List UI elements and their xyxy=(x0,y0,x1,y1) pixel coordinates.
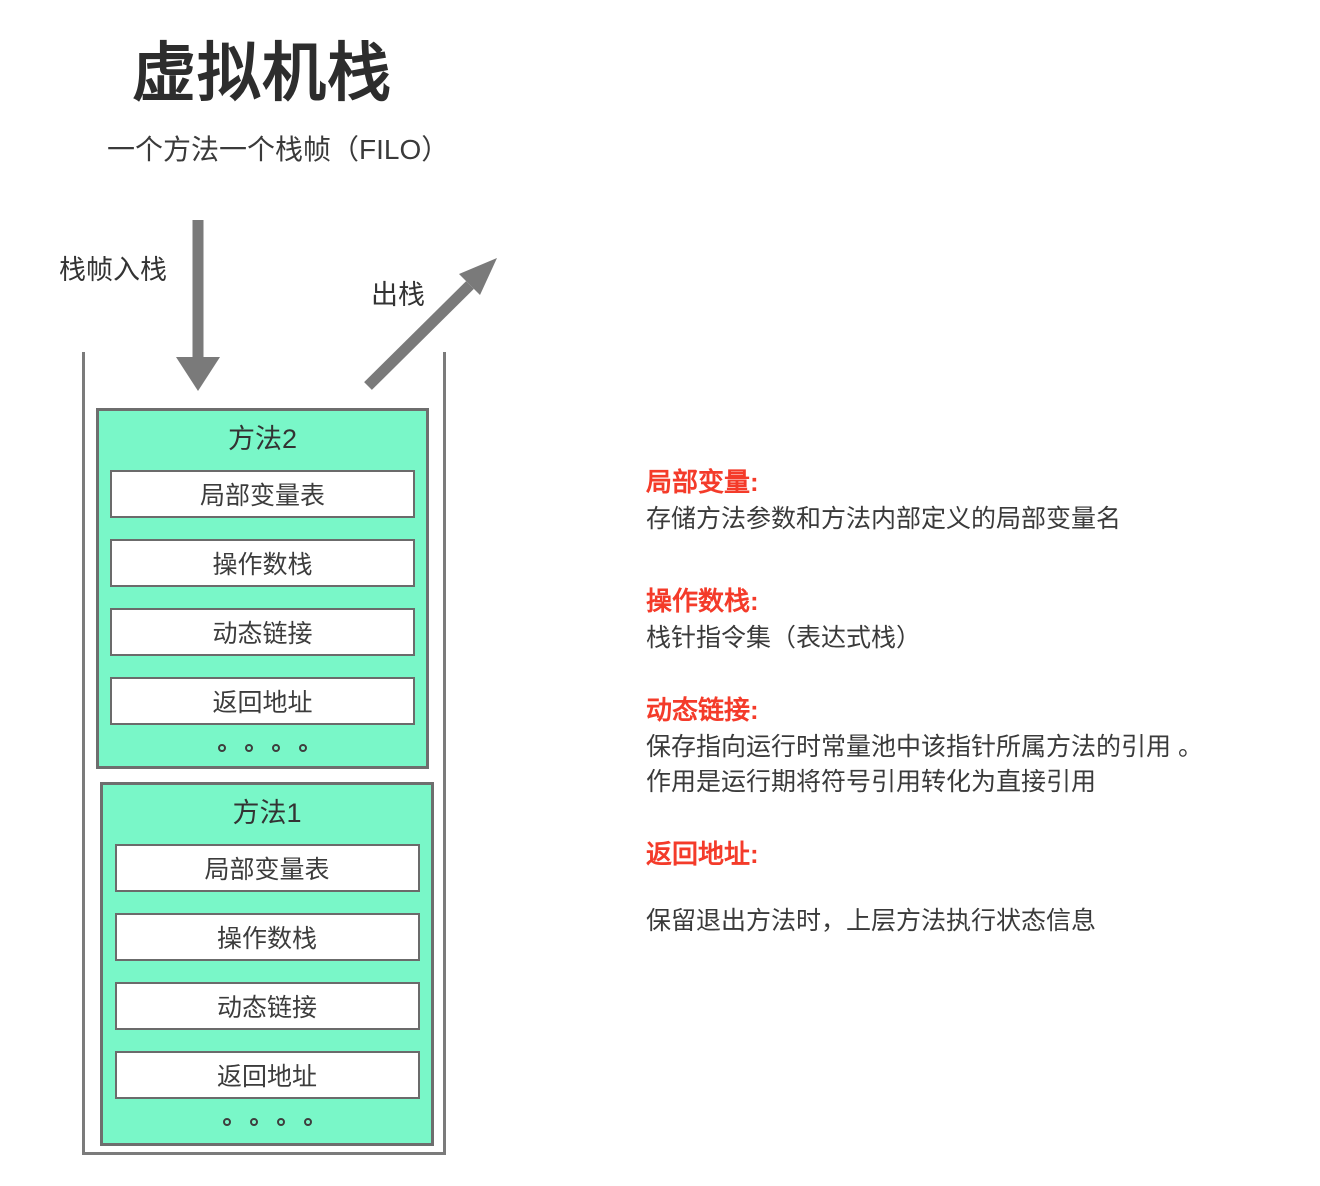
ellipsis-dot xyxy=(303,1118,312,1126)
ellipsis-dot xyxy=(249,1118,258,1126)
ellipsis-dot xyxy=(272,744,280,752)
frame-method2-slot-dynamic-link: 动态链接 xyxy=(110,608,415,656)
push-down-arrow-icon xyxy=(176,220,220,391)
frame-method2-slot-operand-stack: 操作数栈 xyxy=(110,539,415,587)
frame-method1-slot-local-variable-table: 局部变量表 xyxy=(114,844,420,892)
note-local-variables-text: 存储方法参数和方法内部定义的局部变量名 xyxy=(646,505,1122,533)
stack-frame-method2: 方法2 局部变量表 操作数栈 动态链接 返回地址 xyxy=(96,408,429,769)
frame-method2-slot-return-address: 返回地址 xyxy=(110,677,415,725)
note-operand-stack-heading: 操作数栈: xyxy=(646,586,759,616)
pop-arrow-label: 出栈 xyxy=(371,280,425,310)
note-dynamic-link-heading: 动态链接: xyxy=(646,695,759,725)
frame-method2-ellipsis-dots xyxy=(218,744,307,752)
vm-stack-container xyxy=(82,352,446,1155)
ellipsis-dot xyxy=(299,744,307,752)
note-operand-stack-text: 栈针指令集（表达式栈） xyxy=(646,624,922,652)
ellipsis-dot xyxy=(222,1118,231,1126)
note-operand-stack: 操作数栈: 栈针指令集（表达式栈） xyxy=(646,583,1286,656)
stack-frame-method1: 方法1 局部变量表 操作数栈 动态链接 返回地址 xyxy=(100,782,434,1146)
note-dynamic-link-text-line1: 保存指向运行时常量池中该指针所属方法的引用 。 xyxy=(646,733,1203,761)
frame-method1-title: 方法1 xyxy=(232,798,302,828)
ellipsis-dot xyxy=(218,744,226,752)
note-local-variables: 局部变量: 存储方法参数和方法内部定义的局部变量名 xyxy=(646,464,1286,537)
note-dynamic-link-text-line2: 作用是运行期将符号引用转化为直接引用 xyxy=(646,768,1097,796)
frame-method2-title: 方法2 xyxy=(227,424,298,454)
frame-method1-ellipsis-dots xyxy=(222,1118,312,1126)
frame-method1-slot-return-address: 返回地址 xyxy=(114,1051,420,1099)
pop-arrow-head xyxy=(459,258,497,295)
push-arrow-label: 栈帧入栈 xyxy=(59,255,167,285)
frame-method1-slot-operand-stack: 操作数栈 xyxy=(114,913,420,961)
page-title: 虚拟机栈 xyxy=(132,37,392,109)
frame-method2-slot-local-variable-table: 局部变量表 xyxy=(110,470,415,518)
ellipsis-dot xyxy=(245,744,253,752)
note-return-address: 返回地址: 保留退出方法时，上层方法执行状态信息 xyxy=(646,836,1286,939)
frame-method1-slot-dynamic-link: 动态链接 xyxy=(114,982,420,1030)
note-return-address-heading: 返回地址: xyxy=(646,839,759,869)
ellipsis-dot xyxy=(276,1118,285,1126)
note-local-variables-heading: 局部变量: xyxy=(646,467,759,497)
page-subtitle: 一个方法一个栈帧（FILO） xyxy=(107,134,450,165)
note-dynamic-link: 动态链接: 保存指向运行时常量池中该指针所属方法的引用 。 作用是运行期将符号引… xyxy=(646,692,1286,800)
push-arrow-head xyxy=(176,357,220,391)
pop-diagonal-arrow-icon xyxy=(364,258,497,390)
note-return-address-text: 保留退出方法时，上层方法执行状态信息 xyxy=(646,907,1097,935)
notes-panel: 局部变量: 存储方法参数和方法内部定义的局部变量名 操作数栈: 栈针指令集（表达… xyxy=(646,464,1286,975)
pop-arrow-shaft xyxy=(364,281,474,390)
